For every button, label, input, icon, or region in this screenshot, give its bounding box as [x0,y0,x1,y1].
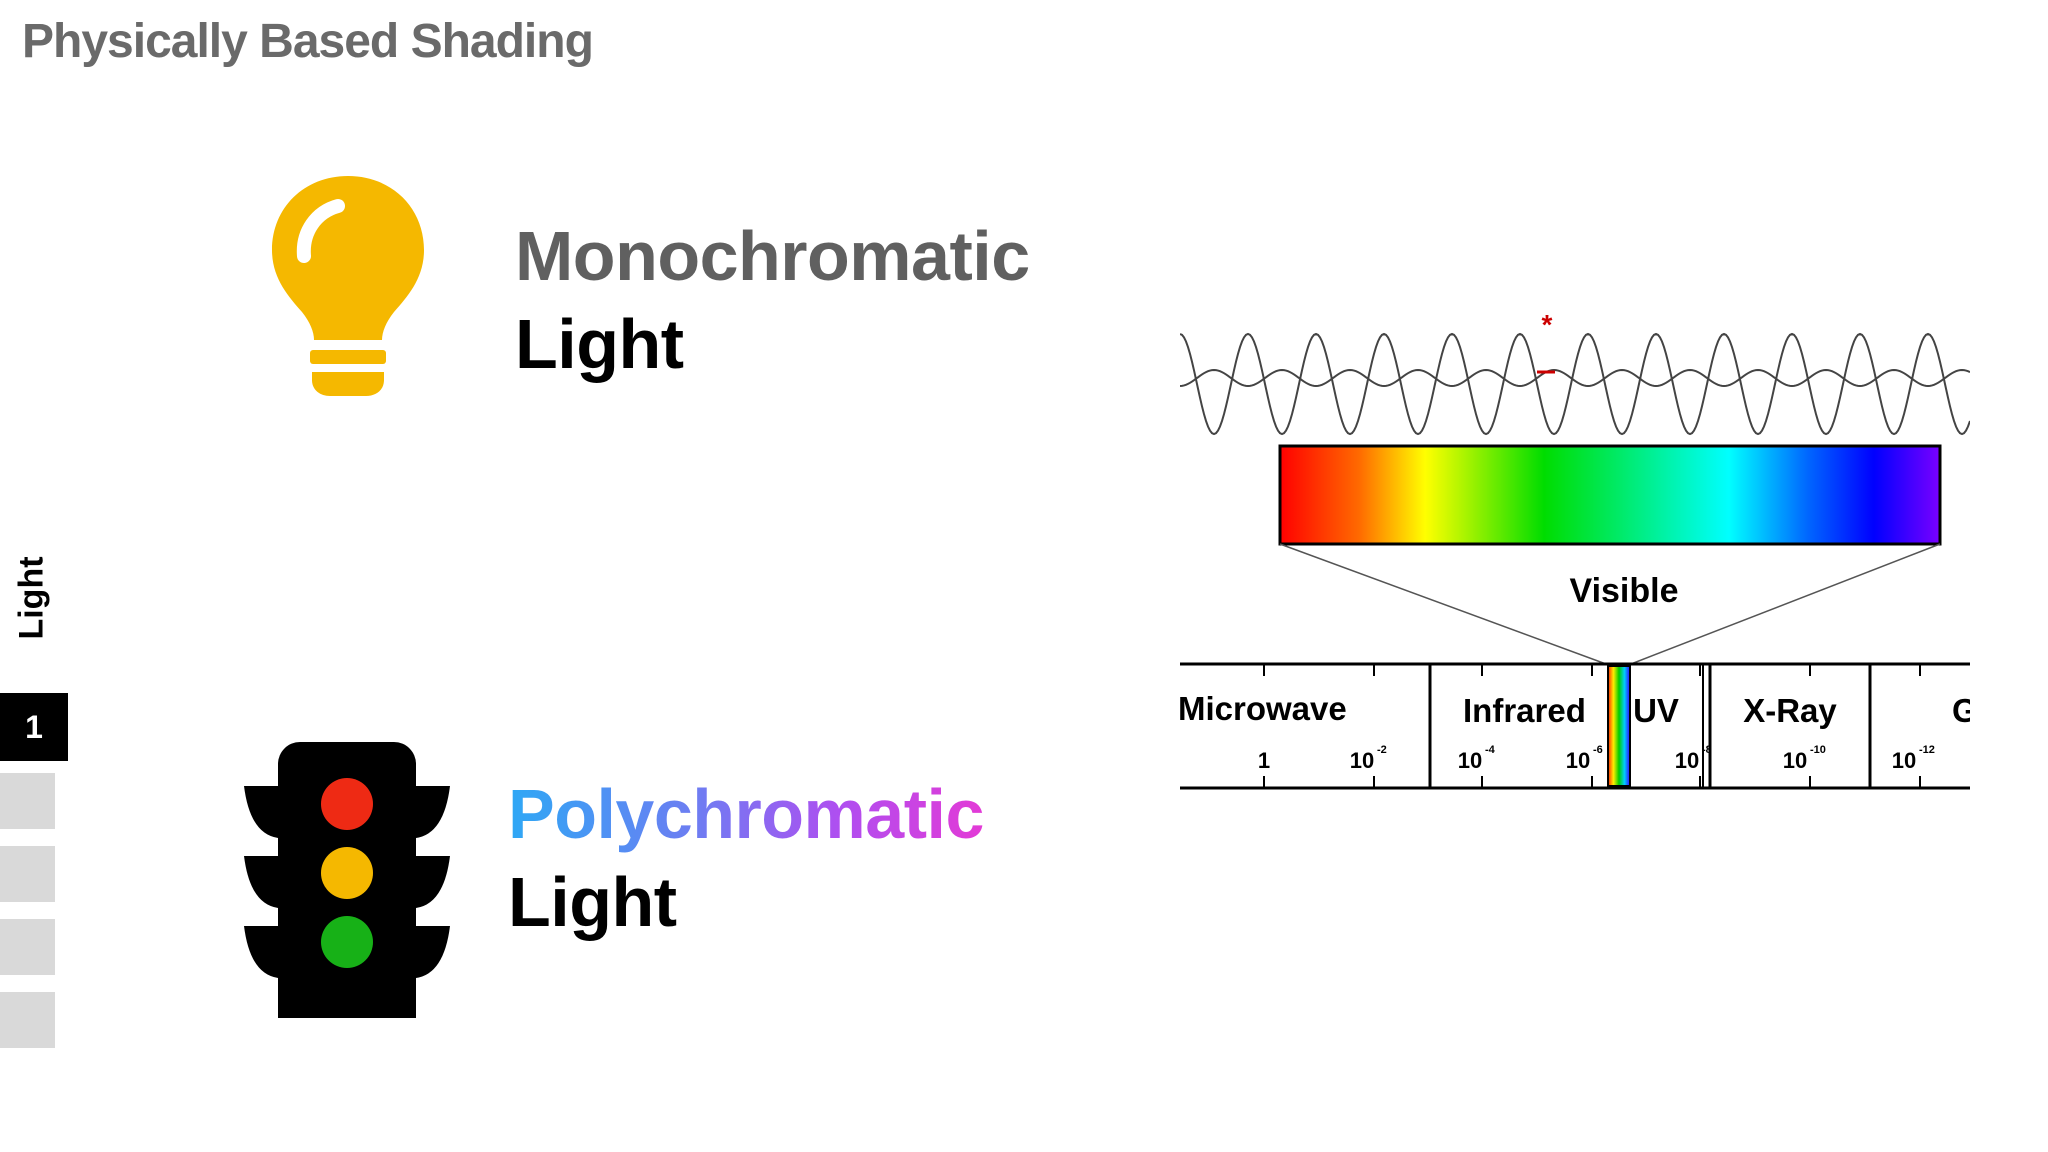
slide-nav-item-4[interactable] [0,919,55,975]
tick-label: 10 [1350,748,1374,773]
wave-marker-icon: * [1542,310,1553,340]
tick-label: 10 [1675,748,1699,773]
band-label-gamma: G [1952,692,1970,729]
tick-exponent: -12 [1919,744,1935,756]
slide-nav-item-5[interactable] [0,992,55,1048]
tick-label: 10 [1566,748,1590,773]
band-label-infrared: Infrared [1463,692,1586,729]
section-label: Light [10,548,54,648]
deck-title: Physically Based Shading [22,15,594,68]
tick-label: 10 [1892,748,1916,773]
band-label-uv: UV [1633,692,1679,729]
polychromatic-light-word: Light [508,863,677,941]
tick-label: 1 [1258,748,1270,773]
zoom-line-left [1279,543,1607,665]
visible-spectrum-bar [1278,444,1942,546]
lightbulb-icon [272,176,424,396]
visible-label: Visible [1570,572,1679,610]
tick-exponent: -2 [1377,744,1387,756]
tick-exponent: -4 [1485,744,1496,756]
visible-band-strip [1607,665,1631,787]
monochromatic-word: Monochromatic [515,217,1030,295]
slide-nav-item-3[interactable] [0,846,55,902]
slide-nav-item-2[interactable] [0,773,55,829]
band-label-xray: X-Ray [1743,692,1837,729]
slide-nav-item-1[interactable]: 1 [0,693,68,761]
tick-exponent: -6 [1593,744,1603,756]
polychromatic-word: Polychromatic [508,770,984,858]
electromagnetic-spectrum-diagram: * Visible Microwave Infrared UV X-Ray [1180,310,1970,790]
band-label-microwave: Microwave [1180,690,1347,727]
tick-exponent: -8 [1702,744,1712,756]
tick-label: 10 [1783,748,1807,773]
polychromatic-heading: Polychromatic Light [508,770,984,946]
slide-nav: 1 [0,693,70,1065]
tick-exponent: -10 [1810,744,1826,756]
monochromatic-light-word: Light [515,305,684,383]
section-label-text: Light [12,556,51,640]
zoom-line-right [1630,543,1941,665]
traffic-light-icon [244,742,450,1018]
monochromatic-heading: Monochromatic Light [515,212,1030,388]
wave-graphic: * [1180,310,1970,436]
tick-label: 10 [1458,748,1482,773]
